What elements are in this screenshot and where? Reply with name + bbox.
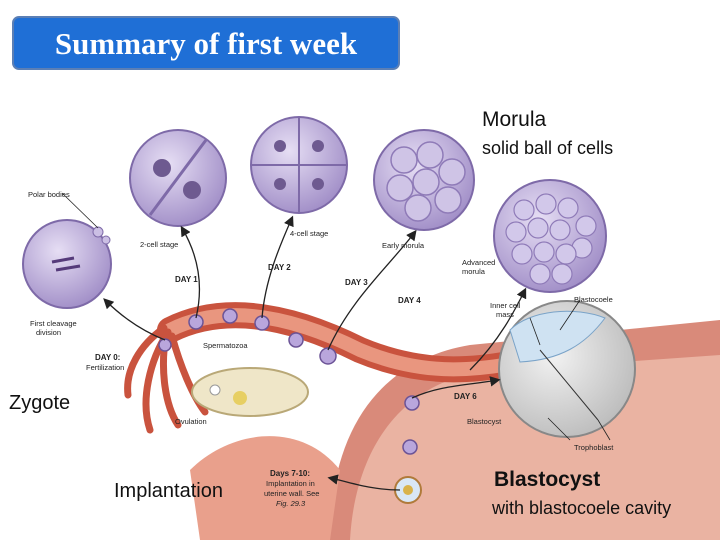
early-morula — [373, 129, 475, 231]
four-cell-stage — [250, 116, 348, 214]
inner-cell-label-2: mass — [496, 310, 514, 319]
implant-label-2: uterine wall. See — [264, 489, 319, 498]
morula-description: solid ball of cells — [482, 138, 614, 158]
blastocyst-label: Blastocyst — [494, 468, 601, 491]
advanced-morula-label-1: Advanced — [462, 258, 495, 267]
blastocoele-label: Blastocoele — [574, 295, 613, 304]
zygote-cell — [22, 219, 112, 309]
day3-label: DAY 3 — [345, 278, 368, 287]
fertilization-label: Fertilization — [86, 363, 124, 372]
blastocyst-description: with blastocoele cavity — [492, 498, 672, 518]
morula-label: Morula — [482, 108, 547, 131]
implant-label-1: Implantation in — [266, 479, 315, 488]
advanced-morula — [493, 179, 607, 293]
ovulation-label: Ovulation — [175, 417, 207, 426]
spermatozoa-label: Spermatozoa — [203, 341, 248, 350]
day0-label: DAY 0: — [95, 353, 120, 362]
day4-label: DAY 4 — [398, 296, 421, 305]
advanced-morula-label-2: morula — [462, 267, 486, 276]
ligament — [190, 436, 340, 540]
two-cell-label: 2-cell stage — [140, 240, 178, 249]
inner-cell-label-1: Inner cell — [490, 301, 521, 310]
ovary — [191, 367, 309, 417]
day1-label: DAY 1 — [175, 275, 198, 284]
day6-label: DAY 6 — [454, 392, 477, 401]
four-cell-label: 4-cell stage — [290, 229, 328, 238]
implant-label-3: Fig. 29.3 — [276, 499, 306, 508]
trophoblast-label: Trophoblast — [574, 443, 614, 452]
two-cell-stage — [129, 129, 227, 227]
first-cleavage-label-1: First cleavage — [30, 319, 77, 328]
first-cleavage-label-2: division — [36, 328, 61, 337]
title-banner: Summary of first week — [12, 16, 400, 70]
early-morula-label: Early morula — [382, 241, 425, 250]
page-title: Summary of first week — [54, 26, 358, 61]
blastocyst-small-label: Blastocyst — [467, 417, 502, 426]
polar-bodies-label: Polar bodies — [28, 190, 70, 199]
days-7-10-label: Days 7-10: — [270, 469, 310, 478]
tube-embryos — [158, 308, 420, 455]
zygote-label: Zygote — [9, 392, 71, 414]
day2-label: DAY 2 — [268, 263, 291, 272]
implantation-label: Implantation — [114, 480, 223, 502]
blastocyst-cell — [498, 300, 636, 438]
